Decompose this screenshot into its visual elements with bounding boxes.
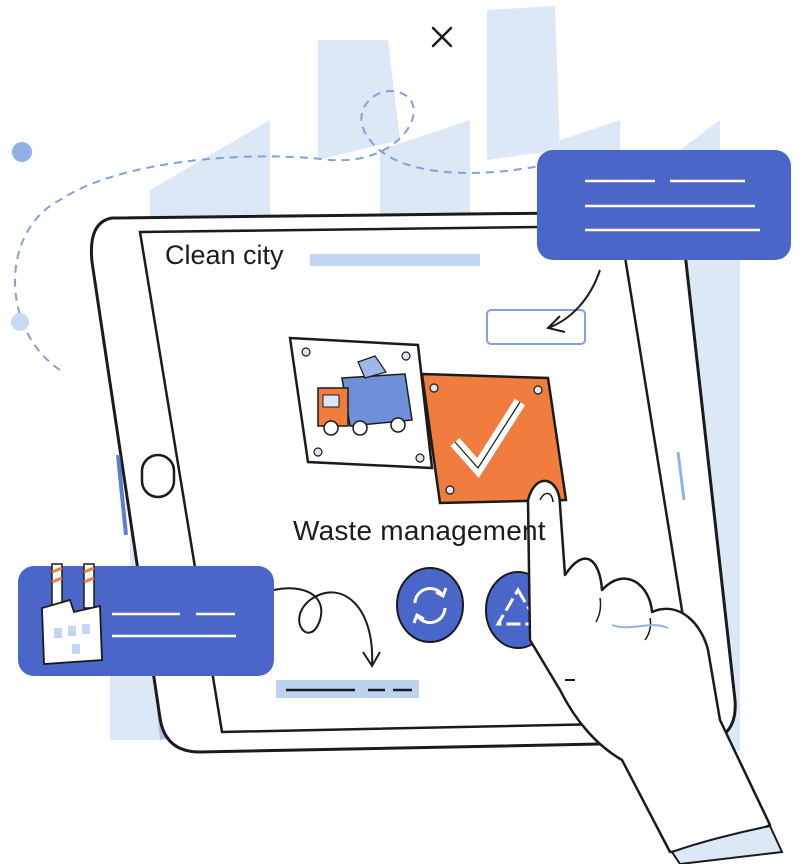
tooltip-card-top[interactable] [537, 150, 791, 260]
dot-large [12, 142, 32, 162]
dot-small [11, 313, 29, 331]
tooltip-arrow-head [546, 315, 566, 333]
refresh-icon [412, 586, 448, 625]
title-bar-placeholder [310, 254, 480, 266]
loop-arrow [249, 587, 374, 666]
tooltip-arrow [547, 269, 601, 329]
pointing-hand-icon [526, 479, 784, 864]
recycle-icon [495, 587, 541, 626]
factory-icon [41, 563, 103, 665]
truck-card[interactable] [288, 336, 434, 470]
side-button-right [676, 451, 686, 501]
factory-card[interactable] [18, 563, 274, 676]
garbage-truck-icon [317, 355, 413, 436]
loop-arrow-head [362, 651, 381, 668]
home-button[interactable] [140, 453, 176, 499]
screen-title: Clean city [165, 240, 284, 270]
input-placeholder[interactable] [486, 309, 586, 345]
side-button [116, 454, 128, 536]
close-icon[interactable] [431, 26, 453, 48]
screen-heading: Waste management [293, 515, 546, 546]
confirm-card[interactable] [420, 372, 568, 505]
dashed-path [14, 90, 546, 371]
refresh-button[interactable] [396, 567, 464, 643]
